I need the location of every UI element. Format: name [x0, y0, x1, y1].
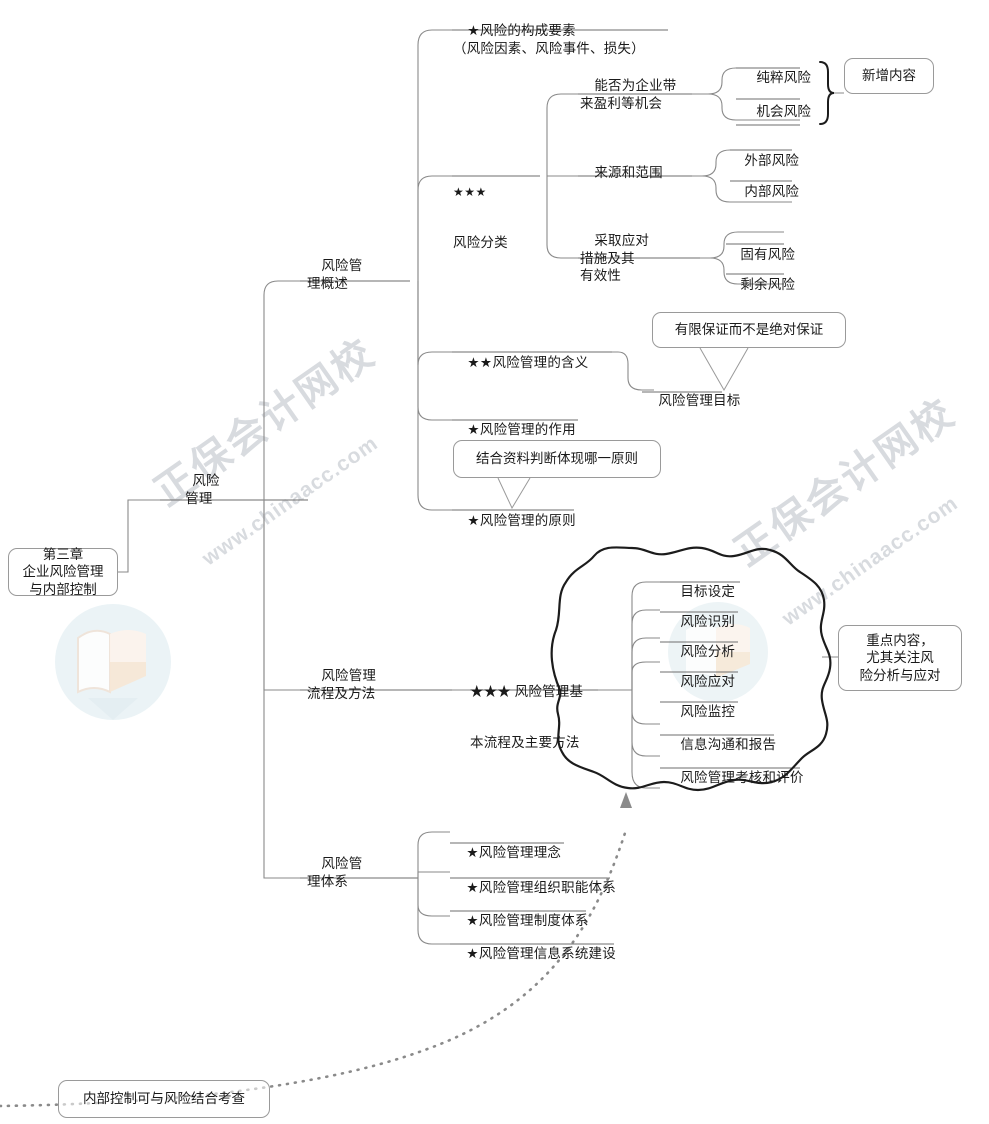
leaf-residual-risk-label: 剩余风险 — [740, 277, 796, 293]
leaf-pure-risk[interactable]: 纯粹风险 — [742, 52, 811, 104]
callout-judge-principle[interactable]: 结合资料判断体现哪一原则 — [453, 440, 661, 478]
root-node[interactable]: 第三章 企业风险管理 与内部控制 — [8, 546, 118, 597]
node-risk-elements-label: 风险的构成要素 （风险因素、风险事件、损失） — [453, 23, 645, 56]
node-institution-system[interactable]: ★风险管理制度体系 — [452, 895, 589, 947]
leaf-internal-risk-label: 内部风险 — [744, 184, 800, 200]
node-institution-system-label: 风险管理制度体系 — [478, 913, 589, 929]
trunk-label-text: 风险 管理 — [185, 473, 220, 506]
brace-new-content — [819, 61, 835, 125]
step-assessment-evaluation-label: 风险管理考核和评价 — [680, 770, 804, 786]
node-risk-mgmt-goal-label: 风险管理目标 — [658, 393, 741, 409]
step-risk-monitoring-label: 风险监控 — [680, 704, 736, 720]
step-goal-setting[interactable]: 目标设定 — [666, 566, 735, 618]
step-risk-analysis[interactable]: 风险分析 — [666, 626, 735, 678]
node-risk-elements-stars: ★ — [467, 23, 480, 39]
step-risk-identification-label: 风险识别 — [680, 614, 736, 630]
step-assessment-evaluation[interactable]: 风险管理考核和评价 — [666, 752, 804, 804]
footnote-note-label: 内部控制可与风险结合考查 — [83, 1091, 245, 1107]
watermark-right-brand: 正保会计网校 — [726, 389, 964, 575]
node-mgmt-philosophy-label: 风险管理理念 — [478, 845, 562, 861]
callout-new-content-label: 新增内容 — [862, 68, 916, 84]
callout-judge-principle-label: 结合资料判断体现哪一原则 — [476, 451, 638, 467]
branch-system-label[interactable]: 风险管 理体系 — [307, 838, 362, 907]
leaf-external-risk-label: 外部风险 — [744, 153, 800, 169]
node-info-system-build[interactable]: ★风险管理信息系统建设 — [452, 928, 616, 980]
node-risk-classification-stars: ★★★ — [453, 184, 487, 199]
trunk-label: 风险 管理 — [178, 455, 220, 524]
leaf-inherent-risk-label: 固有风险 — [740, 247, 796, 263]
leaf-residual-risk[interactable]: 剩余风险 — [726, 259, 795, 311]
node-risk-mgmt-principle-stars: ★ — [467, 513, 480, 529]
node-risk-mgmt-function[interactable]: ★风险管理的作用 — [453, 404, 576, 456]
node-info-system-build-label: 风险管理信息系统建设 — [478, 946, 616, 962]
root-node-label: 第三章 企业风险管理 与内部控制 — [22, 546, 104, 597]
step-communication-reporting-label: 信息沟通和报告 — [680, 737, 777, 753]
node-institution-system-stars: ★ — [466, 913, 479, 929]
watermark-right-url: www.chinaacc.com — [778, 491, 963, 631]
node-risk-mgmt-meaning-label: 风险管理的含义 — [492, 355, 589, 371]
node-source-scope-label: 来源和范围 — [594, 165, 663, 181]
leaf-pure-risk-label: 纯粹风险 — [756, 70, 812, 86]
node-profit-opportunity[interactable]: 能否为企业带 来盈利等机会 — [580, 60, 677, 129]
node-basic-process-line2: 本流程及主要方法 — [470, 735, 580, 751]
node-mgmt-philosophy[interactable]: ★风险管理理念 — [452, 827, 561, 879]
branch-overview-label[interactable]: 风险管 理概述 — [307, 240, 362, 309]
node-risk-mgmt-function-label: 风险管理的作用 — [479, 422, 576, 438]
step-risk-response-label: 风险应对 — [680, 674, 736, 690]
callout-key-content-label: 重点内容， 尤其关注风 险分析与应对 — [859, 632, 941, 683]
node-response-effectiveness-label: 采取应对 措施及其 有效性 — [580, 233, 650, 283]
node-risk-mgmt-principle-label: 风险管理的原则 — [479, 513, 576, 529]
leaf-internal-risk[interactable]: 内部风险 — [730, 166, 799, 218]
node-risk-mgmt-function-stars: ★ — [467, 422, 480, 438]
step-goal-setting-label: 目标设定 — [680, 584, 736, 600]
node-risk-mgmt-goal[interactable]: 风险管理目标 — [644, 375, 741, 427]
callout-new-content[interactable]: 新增内容 — [844, 58, 934, 94]
step-risk-monitoring[interactable]: 风险监控 — [666, 686, 735, 738]
callout-limited-assurance[interactable]: 有限保证而不是绝对保证 — [652, 312, 846, 348]
node-org-function-system-label: 风险管理组织职能体系 — [478, 880, 616, 896]
step-risk-analysis-label: 风险分析 — [680, 644, 736, 660]
branch-system-text: 风险管 理体系 — [307, 856, 363, 889]
node-risk-mgmt-meaning[interactable]: ★★风险管理的含义 — [453, 337, 588, 389]
node-mgmt-philosophy-stars: ★ — [466, 845, 479, 861]
footnote-note[interactable]: 内部控制可与风险结合考查 — [58, 1080, 270, 1118]
step-communication-reporting[interactable]: 信息沟通和报告 — [666, 719, 776, 771]
node-org-function-system-stars: ★ — [466, 880, 479, 896]
watermark-left-url: www.chinaacc.com — [198, 431, 383, 571]
watermark-right: 正保会计网校 www.chinaacc.com — [700, 352, 989, 661]
step-risk-identification[interactable]: 风险识别 — [666, 596, 735, 648]
node-risk-classification[interactable]: ★★★ 风险分类 — [453, 150, 508, 286]
leaf-opportunity-risk[interactable]: 机会风险 — [742, 86, 811, 138]
branch-process-label[interactable]: 风险管理 流程及方法 — [307, 650, 376, 719]
node-risk-classification-label: 风险分类 — [453, 235, 508, 251]
node-response-effectiveness[interactable]: 采取应对 措施及其 有效性 — [580, 215, 649, 301]
callout-key-content[interactable]: 重点内容， 尤其关注风 险分析与应对 — [838, 625, 962, 691]
leaf-external-risk[interactable]: 外部风险 — [730, 135, 799, 187]
leaf-inherent-risk[interactable]: 固有风险 — [726, 229, 795, 281]
node-risk-mgmt-principle[interactable]: ★风险管理的原则 — [453, 495, 576, 547]
node-basic-process-line1: ★★★ 风险管理基 — [470, 683, 584, 699]
node-risk-mgmt-meaning-stars: ★★ — [467, 355, 493, 371]
branch-process-text: 风险管理 流程及方法 — [307, 668, 377, 701]
site-logo — [55, 604, 171, 720]
step-risk-response[interactable]: 风险应对 — [666, 656, 735, 708]
leaf-opportunity-risk-label: 机会风险 — [756, 104, 812, 120]
watermark-left: 正保会计网校 www.chinaacc.com — [120, 292, 444, 601]
node-risk-elements[interactable]: ★风险的构成要素 （风险因素、风险事件、损失） — [453, 5, 645, 74]
node-info-system-build-stars: ★ — [466, 946, 479, 962]
node-source-scope[interactable]: 来源和范围 — [580, 147, 663, 199]
node-profit-opportunity-label: 能否为企业带 来盈利等机会 — [580, 78, 677, 111]
branch-overview-text: 风险管 理概述 — [307, 258, 363, 291]
callout-limited-assurance-label: 有限保证而不是绝对保证 — [674, 322, 824, 338]
node-basic-process[interactable]: ★★★ 风险管理基 本流程及主要方法 — [470, 648, 583, 786]
node-org-function-system[interactable]: ★风险管理组织职能体系 — [452, 862, 616, 914]
